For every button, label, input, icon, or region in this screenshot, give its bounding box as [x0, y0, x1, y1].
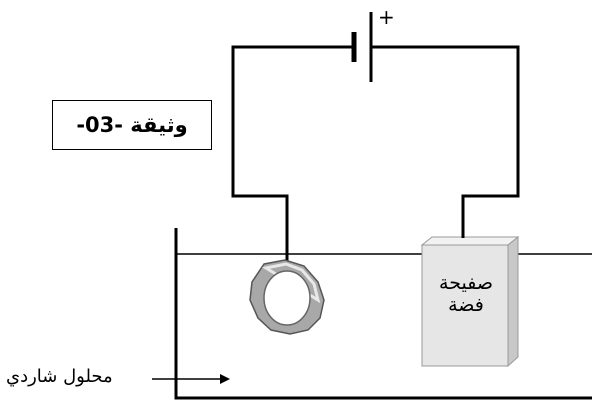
- silver-plate-label: صفيحة فضة: [420, 272, 512, 316]
- ring-electrode: [249, 259, 325, 335]
- ring-hole: [263, 270, 311, 326]
- beaker-walls: [174, 228, 592, 400]
- left-wire: [231, 45, 353, 262]
- solution-label: محلول شاردي: [6, 366, 113, 387]
- document-label: وثيقة -03-: [52, 100, 212, 150]
- circuit-wires: [231, 45, 520, 262]
- right-wire: [372, 45, 520, 232]
- silver-plate: [420, 235, 520, 368]
- plate-front: [421, 244, 509, 367]
- solution-arrow-head: [220, 374, 230, 384]
- battery: [351, 12, 373, 82]
- battery-positive-sign: +: [378, 5, 395, 29]
- silver-plate-label-line1: صفيحة: [439, 272, 493, 294]
- plate-top: [420, 236, 520, 246]
- silver-plate-label-line2: فضة: [448, 294, 484, 316]
- beaker: [174, 228, 592, 400]
- solution-arrow: [152, 374, 230, 384]
